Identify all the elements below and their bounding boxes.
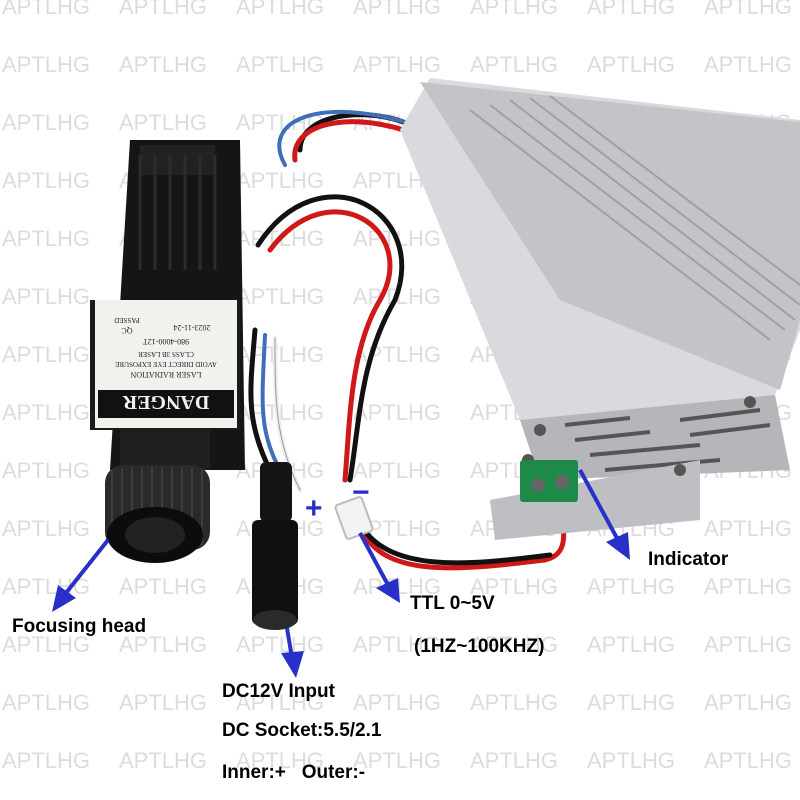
watermark-text: APTLHG — [2, 168, 90, 193]
watermark-text: APTLHG — [470, 574, 558, 599]
watermark-text: APTLHG — [236, 748, 324, 773]
watermark-text: APTLHG — [119, 632, 207, 657]
watermark-text: APTLHG — [236, 168, 324, 193]
plus-sign: + — [305, 492, 323, 525]
label-line1: LASER RADIATION — [130, 370, 201, 379]
watermark-text: APTLHG — [587, 574, 675, 599]
label-line4: 980-4000-12T — [143, 337, 189, 346]
minus-sign: − — [352, 476, 370, 509]
watermark-text: APTLHG — [236, 0, 324, 19]
watermark-text: APTLHG — [470, 690, 558, 715]
watermark-text: APTLHG — [587, 690, 675, 715]
watermark-text: APTLHG — [119, 52, 207, 77]
watermark-text: APTLHG — [119, 690, 207, 715]
watermark-text: APTLHG — [236, 284, 324, 309]
watermark-text: APTLHG — [587, 748, 675, 773]
watermark-text: APTLHG — [2, 52, 90, 77]
arrow-ttl — [358, 532, 390, 586]
watermark-text: APTLHG — [353, 52, 441, 77]
watermark-text: APTLHG — [2, 516, 90, 541]
watermark-text: APTLHG — [704, 748, 792, 773]
arrow-focusing-head — [60, 538, 110, 600]
watermark-text: APTLHG — [470, 632, 558, 657]
annotation-arrows — [52, 469, 630, 678]
watermark-text: APTLHG — [2, 342, 90, 367]
watermark-text: APTLHG — [353, 458, 441, 483]
label-polarity: Inner:+ Outer:- — [222, 762, 366, 783]
watermark-text: APTLHG — [119, 748, 207, 773]
watermark-text: APTLHG — [470, 0, 558, 19]
watermark-text: APTLHG — [2, 284, 90, 309]
watermark-text: APTLHG — [353, 690, 441, 715]
watermark-text: APTLHG — [587, 0, 675, 19]
watermark-text: APTLHG — [704, 632, 792, 657]
wire-bundle — [248, 110, 567, 571]
label-dc-socket: DC Socket:5.5/2.1 — [222, 720, 382, 741]
watermark-text: APTLHG — [236, 52, 324, 77]
watermark-text: APTLHG — [119, 574, 207, 599]
watermark-text: APTLHG — [2, 0, 90, 19]
watermark-text: APTLHG — [704, 690, 792, 715]
label-ttl-frequency: (1HZ~100KHZ) — [414, 636, 545, 657]
watermark-text: APTLHG — [236, 632, 324, 657]
watermark-text: APTLHG — [119, 0, 207, 19]
watermark-text: APTLHG — [236, 690, 324, 715]
label-passed: PASSED — [114, 316, 139, 324]
label-focusing-head: Focusing head — [12, 616, 147, 637]
watermark-text: APTLHG — [704, 52, 792, 77]
watermark-text: APTLHG — [587, 632, 675, 657]
watermark-text: APTLHG — [2, 690, 90, 715]
watermark-text: APTLHG — [704, 516, 792, 541]
label-line2: AVOID DIRECT EYE EXPOSURE — [115, 360, 217, 368]
watermark-text: APTLHG — [2, 458, 90, 483]
label-line3: CLASS 3B LASER — [138, 350, 194, 358]
label-indicator: Indicator — [648, 549, 729, 570]
watermark-text: APTLHG — [2, 632, 90, 657]
arrow-indicator — [578, 469, 620, 541]
watermark-text: APTLHG — [353, 748, 441, 773]
watermark-text: APTLHG — [2, 748, 90, 773]
label-line5: 2023-11-24 — [173, 323, 210, 332]
label-ttl: TTL 0~5V — [410, 593, 495, 614]
watermark-text: APTLHG — [470, 52, 558, 77]
watermark-text: APTLHG — [2, 400, 90, 425]
watermark-text: APTLHG — [2, 110, 90, 135]
label-qc: QC — [121, 326, 132, 335]
terminal-block — [520, 460, 578, 502]
danger-title: DANGER — [122, 391, 209, 413]
watermark-text: APTLHG — [353, 632, 441, 657]
watermark-text: APTLHG — [2, 226, 90, 251]
watermark-text: APTLHG — [470, 748, 558, 773]
watermark-text: APTLHG — [587, 52, 675, 77]
dc-socket — [252, 462, 298, 630]
watermark-text: APTLHG — [119, 110, 207, 135]
watermark-text: APTLHG — [704, 0, 792, 19]
watermark-text: APTLHG — [353, 400, 441, 425]
driver-box — [400, 78, 800, 540]
watermark-text: APTLHG — [704, 574, 792, 599]
laser-module: DANGER LASER RADIATION AVOID DIRECT EYE … — [90, 140, 245, 563]
label-dc-input: DC12V Input — [222, 681, 335, 702]
watermark-text: APTLHG — [353, 0, 441, 19]
